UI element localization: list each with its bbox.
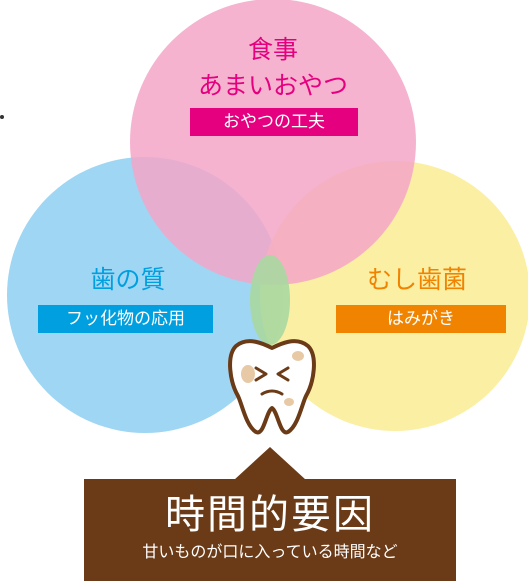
right-title: むし歯菌 <box>366 265 467 294</box>
tooth-icon <box>228 339 316 435</box>
top-box: おやつの工夫 <box>190 108 358 136</box>
right-box: はみがき <box>336 305 506 333</box>
time-factor-subtitle: 甘いものが口に入っている時間など <box>142 542 398 561</box>
left-box: フッ化物の応用 <box>38 305 213 333</box>
time-factor-box: 時間的要因 甘いものが口に入っている時間など <box>84 479 456 581</box>
top-title-line2: あまいおやつ <box>197 71 348 100</box>
center-overlap <box>250 255 290 345</box>
left-title: 歯の質 <box>90 265 166 294</box>
time-factor-title: 時間的要因 <box>165 492 375 538</box>
pointer-triangle <box>234 447 306 480</box>
top-title-line1: 食事 <box>247 35 298 64</box>
edge-dot <box>0 115 4 119</box>
top-circle <box>130 0 416 285</box>
